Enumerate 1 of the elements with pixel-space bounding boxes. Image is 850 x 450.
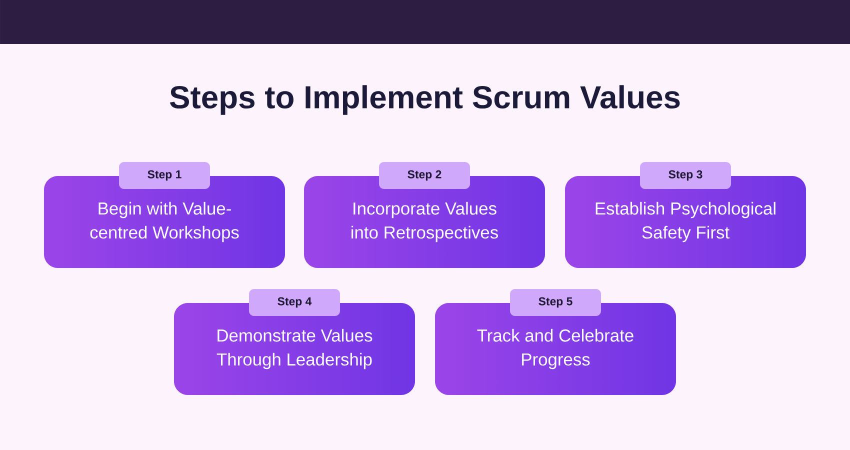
title: Steps to Implement Scrum Values xyxy=(170,85,680,115)
